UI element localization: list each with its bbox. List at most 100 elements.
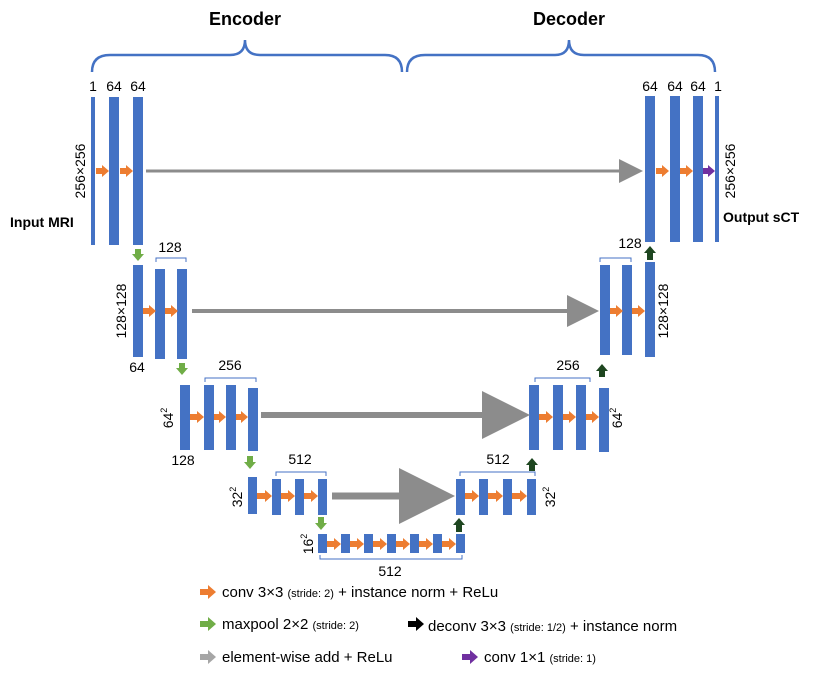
- size-label-l1-dec: 256×256: [722, 143, 738, 198]
- channel-label: 64: [690, 78, 706, 94]
- legend-conv1-text: conv 1×1 (stride: 1): [484, 649, 596, 666]
- feature-map: [226, 385, 236, 450]
- legend-add-text: element-wise add + ReLu: [222, 649, 393, 666]
- feature-map: [387, 534, 396, 553]
- channel-label: 256: [556, 357, 580, 373]
- conv-arrow: [373, 538, 387, 550]
- conv-arrow: [419, 538, 433, 550]
- channel-label: 64: [667, 78, 683, 94]
- conv-arrow: [586, 411, 599, 423]
- channel-label: 128: [171, 452, 195, 468]
- size-label-l5: 162: [299, 534, 316, 555]
- deconv-arrow: [596, 364, 608, 377]
- channel-label: 1: [714, 78, 722, 94]
- skip-connections: [146, 159, 643, 524]
- legend-conv-text: conv 3×3 (stride: 2) + instance norm + R…: [222, 584, 498, 601]
- size-label-l4: 322: [228, 487, 245, 508]
- legend-deconv-arrow: [408, 617, 424, 631]
- conv-arrow: [680, 165, 693, 177]
- channel-label: 512: [378, 563, 402, 579]
- dec-level-2: [600, 262, 655, 357]
- feature-map: [599, 388, 609, 452]
- dec-level-1: [645, 96, 719, 242]
- conv-arrow: [632, 305, 645, 317]
- channel-brace: [275, 471, 327, 476]
- feature-map: [204, 385, 214, 450]
- conv-arrow: [257, 490, 272, 502]
- feature-map: [527, 479, 536, 515]
- conv-arrow: [165, 305, 178, 317]
- feature-map: [433, 534, 442, 553]
- feature-map: [529, 385, 539, 450]
- feature-map: [645, 96, 655, 242]
- enc-level-4: [248, 477, 327, 515]
- feature-map: [600, 265, 610, 355]
- channel-label: 64: [642, 78, 658, 94]
- feature-map: [576, 385, 586, 450]
- channel-label: 512: [486, 451, 510, 467]
- size-label-l1: 256×256: [72, 143, 88, 198]
- enc-level-2: [133, 265, 187, 359]
- output-label: Output sCT: [723, 209, 800, 225]
- feature-map: [553, 385, 563, 450]
- channel-label: 128: [158, 239, 182, 255]
- feature-map: [693, 96, 703, 242]
- deconv-arrows: [453, 246, 656, 532]
- conv-arrow: [563, 411, 576, 423]
- dec-level-3: [529, 385, 609, 452]
- feature-map: [622, 265, 632, 355]
- channel-label: 256: [218, 357, 242, 373]
- feature-map: [248, 477, 257, 514]
- channel-label: 512: [288, 451, 312, 467]
- feature-map: [318, 479, 327, 515]
- channel-brace: [155, 257, 187, 262]
- conv-arrow: [488, 490, 503, 502]
- conv-arrow: [396, 538, 410, 550]
- channel-label: 64: [130, 78, 146, 94]
- conv-arrow: [656, 165, 669, 177]
- conv-arrow: [236, 411, 248, 423]
- channel-brace: [459, 471, 536, 476]
- conv-arrow: [120, 165, 133, 177]
- legend-maxpool-text: maxpool 2×2 (stride: 2): [222, 616, 359, 633]
- channel-brace: [599, 257, 632, 262]
- feature-map: [479, 479, 488, 515]
- encoder-brace: [90, 39, 404, 73]
- size-label-l4-dec: 322: [541, 487, 558, 508]
- conv-arrow: [327, 538, 341, 550]
- feature-map: [180, 385, 190, 450]
- feature-map: [133, 97, 143, 245]
- feature-map: [295, 479, 304, 515]
- feature-map: [503, 479, 512, 515]
- feature-map: [410, 534, 419, 553]
- size-label-l2: 128×128: [113, 283, 129, 338]
- conv-arrow: [442, 538, 456, 550]
- conv-arrow: [350, 538, 364, 550]
- input-label: Input MRI: [10, 214, 74, 230]
- decoder-brace: [405, 39, 717, 73]
- channel-label: 64: [129, 359, 145, 375]
- channel-brace: [534, 377, 591, 382]
- encoder-title: Encoder: [209, 9, 281, 29]
- legend-add-arrow: [200, 650, 216, 664]
- maxpool-arrow: [244, 456, 256, 469]
- legend-maxpool-arrow: [200, 617, 216, 631]
- deconv-arrow: [453, 518, 465, 532]
- feature-map: [155, 269, 165, 359]
- conv-arrow: [143, 305, 156, 317]
- conv1x1-arrow: [703, 165, 715, 177]
- feature-map: [715, 96, 719, 242]
- conv-arrow: [214, 411, 226, 423]
- feature-map: [272, 479, 281, 515]
- size-label-l3-dec: 642: [608, 408, 625, 429]
- feature-map: [670, 96, 680, 242]
- feature-map: [318, 534, 327, 553]
- legend-conv-arrow: [200, 585, 216, 599]
- deconv-arrow: [644, 246, 656, 260]
- legend-deconv-text: deconv 3×3 (stride: 1/2) + instance norm: [428, 618, 677, 635]
- feature-map: [341, 534, 350, 553]
- maxpool-arrow: [132, 249, 144, 261]
- size-label-l3: 642: [159, 408, 176, 429]
- legend-conv1-arrow: [462, 650, 478, 664]
- maxpool-arrows: [132, 249, 327, 530]
